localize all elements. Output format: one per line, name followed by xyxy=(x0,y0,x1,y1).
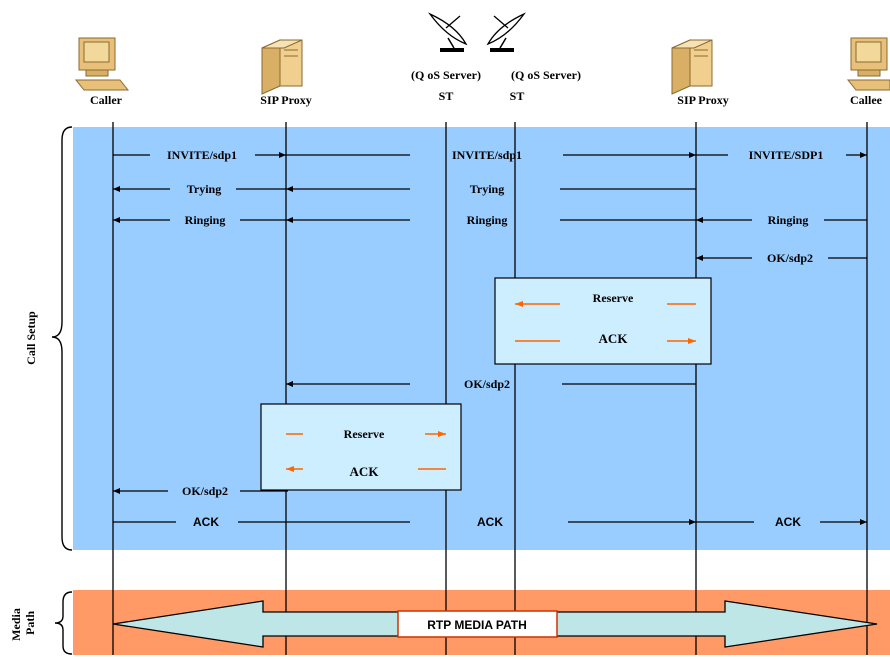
message-label: OK/sdp2 xyxy=(182,484,228,498)
server-tower-icon xyxy=(261,39,303,95)
rtp-media-label: RTP MEDIA PATH xyxy=(427,618,527,632)
desktop-computer-icon xyxy=(846,37,890,91)
message-label: Ringing xyxy=(467,213,508,227)
satellite-dish-icon xyxy=(486,12,526,52)
message-label: Trying xyxy=(187,182,221,196)
message-label: INVITE/sdp1 xyxy=(452,148,522,162)
message-label: OK/sdp2 xyxy=(767,251,813,265)
entity-label-sip-proxy-2: SIP Proxy xyxy=(677,93,728,107)
message-label: ACK xyxy=(477,515,503,529)
reservation-box xyxy=(494,277,712,365)
entity-label-qos-st-1: (Q oS Server) xyxy=(411,68,481,82)
reservation-box xyxy=(260,403,462,491)
message-label: INVITE/SDP1 xyxy=(749,148,824,162)
entity-label-callee: Callee xyxy=(850,93,883,107)
entity-label-sip-proxy-1: SIP Proxy xyxy=(260,93,311,107)
message-label: INVITE/sdp1 xyxy=(167,148,237,162)
message-label: OK/sdp2 xyxy=(464,377,510,391)
call-setup-label: Call Setup xyxy=(24,311,38,365)
satellite-dish-icon xyxy=(428,12,468,52)
entity-sublabel-qos-st-2: ST xyxy=(510,89,525,103)
media-path-label: Media Path xyxy=(9,605,37,641)
message-label: Ringing xyxy=(185,213,226,227)
call-setup-brace xyxy=(51,126,73,551)
reserve-label: Reserve xyxy=(593,291,634,305)
entity-label-caller: Caller xyxy=(90,93,123,107)
message-label: ACK xyxy=(775,515,801,529)
reserve-ack-label: ACK xyxy=(350,464,380,479)
desktop-computer-icon xyxy=(74,37,130,91)
reserve-ack-label: ACK xyxy=(599,331,629,346)
message-label: ACK xyxy=(193,515,219,529)
message-label: Trying xyxy=(470,182,504,196)
rtp-media-label-box xyxy=(397,610,558,638)
media-path-brace xyxy=(54,591,73,655)
call-setup-band xyxy=(73,127,890,550)
entity-sublabel-qos-st-1: ST xyxy=(439,89,454,103)
reserve-label: Reserve xyxy=(344,427,385,441)
entity-label-qos-st-2: (Q oS Server) xyxy=(511,68,581,82)
message-label: Ringing xyxy=(768,213,809,227)
server-tower-icon xyxy=(671,39,713,95)
